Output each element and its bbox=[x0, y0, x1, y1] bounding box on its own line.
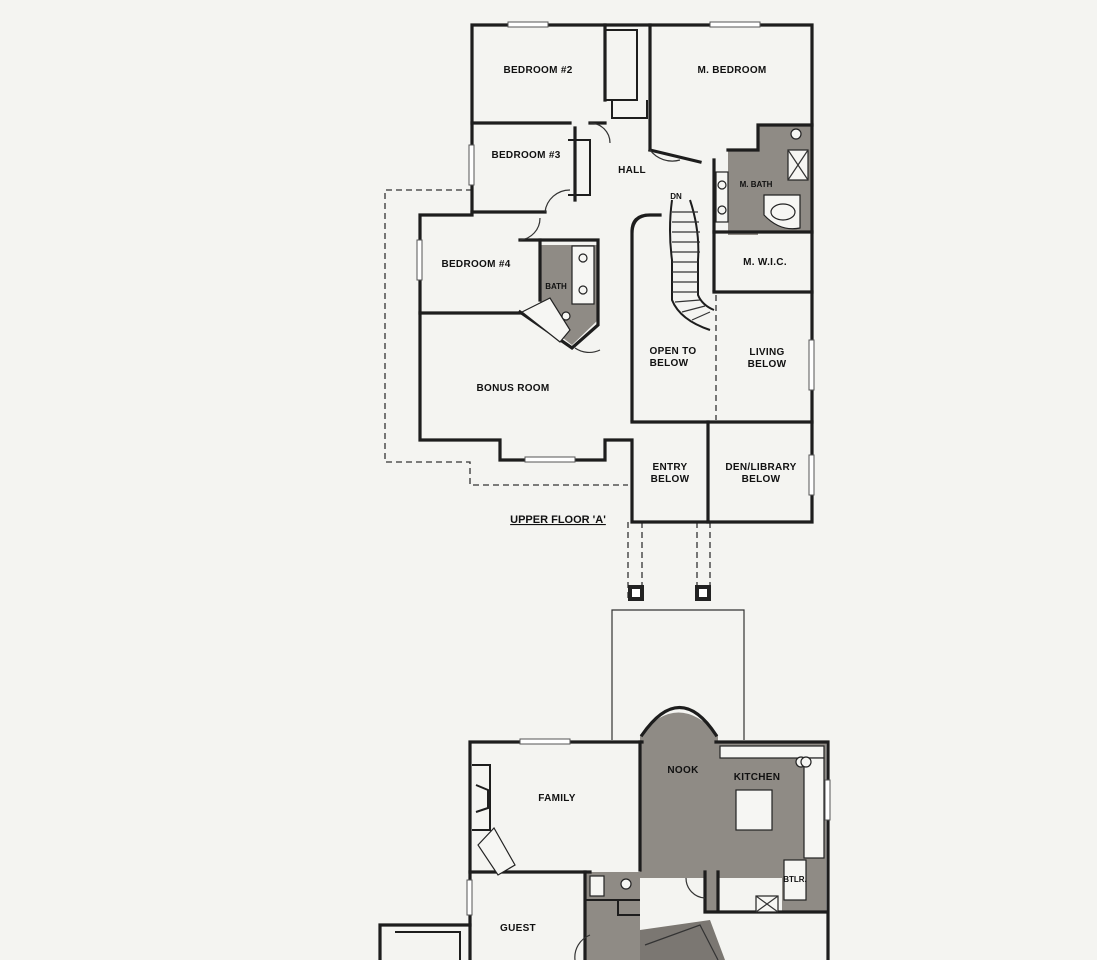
column-core bbox=[699, 589, 707, 597]
kitchen-door-swing bbox=[685, 877, 706, 899]
toilet bbox=[790, 128, 802, 140]
bath-tub bbox=[520, 297, 571, 343]
window bbox=[466, 879, 473, 916]
upper-exterior-wall bbox=[418, 23, 814, 524]
living-below-label-2: BELOW bbox=[748, 359, 787, 370]
window bbox=[519, 738, 571, 745]
main-stair-rail bbox=[644, 924, 719, 960]
window bbox=[808, 454, 815, 496]
living-below-label-1: LIVING bbox=[749, 347, 784, 358]
open-to-below-label-2: BELOW bbox=[650, 358, 689, 369]
bedroom4-label: BEDROOM #4 bbox=[441, 259, 510, 270]
kitchen-island bbox=[735, 789, 773, 831]
window bbox=[824, 779, 831, 821]
master-bath-label: M. BATH bbox=[740, 180, 773, 189]
nook-label: NOOK bbox=[667, 765, 699, 776]
shower-mark bbox=[787, 149, 809, 181]
hall-label: HALL bbox=[618, 165, 646, 176]
master-wic-label: M. W.I.C. bbox=[743, 257, 787, 268]
guest-west-bump bbox=[378, 923, 472, 960]
toilet bbox=[589, 875, 605, 897]
entry-below-label-1: ENTRY bbox=[652, 462, 687, 473]
entry-below-label-2: BELOW bbox=[651, 474, 690, 485]
master-suite-wall bbox=[648, 123, 814, 164]
master-bedroom-label: M. BEDROOM bbox=[697, 65, 766, 76]
sink bbox=[578, 285, 588, 295]
window bbox=[709, 21, 761, 28]
powder-wall bbox=[585, 899, 640, 916]
staircase bbox=[669, 199, 715, 331]
powder-sink bbox=[620, 878, 632, 890]
media-cabinet bbox=[477, 826, 516, 876]
family-label: FAMILY bbox=[538, 793, 576, 804]
sink bbox=[578, 253, 588, 263]
patio-outline bbox=[611, 609, 745, 740]
nook-bay bbox=[639, 706, 719, 738]
bedroom4-door-swing bbox=[519, 217, 541, 241]
fireplace bbox=[472, 764, 491, 831]
window bbox=[507, 21, 549, 28]
bedroom3-door-swing bbox=[544, 189, 571, 213]
bedroom2-closet bbox=[605, 29, 648, 119]
toilet bbox=[561, 311, 571, 321]
den-below-label-2: BELOW bbox=[742, 474, 781, 485]
upper-floor-plan: BEDROOM #2 M. BEDROOM BEDROOM #3 HALL DN… bbox=[384, 21, 815, 601]
column-core bbox=[632, 589, 640, 597]
guest-label: GUEST bbox=[500, 923, 536, 934]
window bbox=[468, 144, 475, 186]
bedroom3-label: BEDROOM #3 bbox=[491, 150, 560, 161]
tub-basin bbox=[770, 203, 796, 221]
den-below-label-1: DEN/LIBRARY bbox=[725, 462, 796, 473]
sink bbox=[717, 180, 727, 190]
window bbox=[524, 456, 576, 463]
window bbox=[808, 339, 815, 391]
bonus-door-swing bbox=[574, 347, 601, 354]
window bbox=[416, 239, 423, 281]
bedroom2-label: BEDROOM #2 bbox=[503, 65, 572, 76]
master-bedroom-door-swing bbox=[649, 149, 681, 162]
butler-pantry bbox=[783, 859, 807, 901]
stair-down-label: DN bbox=[670, 192, 682, 201]
bonus-room-label: BONUS ROOM bbox=[477, 383, 550, 394]
guest-closet bbox=[395, 931, 461, 960]
kitchen-counter bbox=[719, 745, 825, 759]
stair-floor bbox=[640, 920, 725, 960]
kitchen-counter-east bbox=[803, 757, 825, 859]
kitchen-south-wall bbox=[703, 870, 828, 914]
guest-door-swing bbox=[574, 934, 591, 960]
main-floor-plan: FAMILY NOOK KITCHEN GUEST BTLR. bbox=[378, 609, 831, 960]
stair-core-wall bbox=[630, 213, 662, 422]
master-wic-wall bbox=[712, 230, 814, 294]
upper-floor-title: UPPER FLOOR 'A' bbox=[510, 514, 606, 526]
sink bbox=[717, 205, 727, 215]
appliance-mark bbox=[755, 895, 779, 913]
bedroom3-closet bbox=[568, 139, 591, 196]
bath-vanity bbox=[571, 245, 595, 305]
butler-label: BTLR. bbox=[783, 875, 807, 884]
hall-door-swing bbox=[589, 122, 611, 144]
bath-label: BATH bbox=[545, 282, 567, 291]
roof-outline bbox=[384, 189, 628, 486]
open-to-below-label-1: OPEN TO bbox=[650, 346, 697, 357]
kitchen-sink bbox=[800, 756, 812, 768]
nook-kitchen-floor bbox=[640, 712, 826, 912]
kitchen-label: KITCHEN bbox=[734, 772, 781, 783]
